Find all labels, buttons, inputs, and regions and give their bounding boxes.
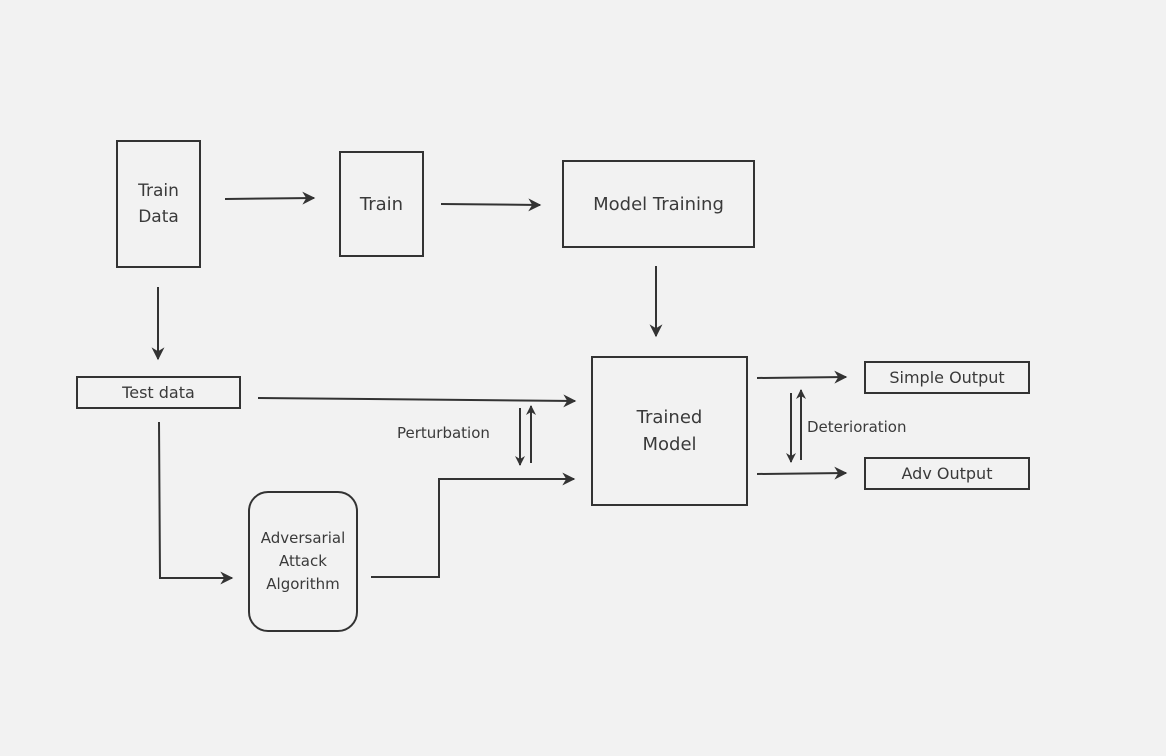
node-train-data: Train Data — [116, 140, 201, 268]
node-model-training-label: Model Training — [593, 193, 724, 215]
arrow-trained-model-to-simple-output — [756, 370, 848, 384]
arrow-test-data-to-trained-model — [257, 394, 577, 408]
node-adv-output: Adv Output — [864, 457, 1030, 490]
arrow-trained-model-to-adv-output — [756, 466, 848, 480]
node-train: Train — [339, 151, 424, 257]
arrow-adversarial-attack-to-trained-model — [371, 472, 576, 578]
node-test-data-label: Test data — [122, 383, 195, 402]
edge-label-deterioration: Deterioration — [807, 418, 907, 436]
edge-label-perturbation: Perturbation — [397, 424, 490, 442]
arrow-test-data-to-adversarial-attack — [158, 421, 234, 585]
node-adv-output-label: Adv Output — [901, 464, 993, 483]
node-trained-model-label: Trained Model — [636, 407, 703, 455]
node-trained-model: Trained Model — [591, 356, 748, 506]
node-simple-output-label: Simple Output — [889, 368, 1005, 387]
arrow-train-data-to-train — [224, 191, 316, 205]
node-adversarial-attack-algorithm: Adversarial Attack Algorithm — [248, 491, 358, 632]
node-train-label: Train — [359, 193, 404, 215]
arrow-train-to-model-training — [440, 198, 542, 212]
node-adversarial-attack-algorithm-label: Adversarial Attack Algorithm — [260, 529, 346, 593]
node-train-data-label: Train Data — [138, 181, 179, 227]
node-simple-output: Simple Output — [864, 361, 1030, 394]
node-model-training: Model Training — [562, 160, 755, 248]
node-test-data: Test data — [76, 376, 241, 409]
